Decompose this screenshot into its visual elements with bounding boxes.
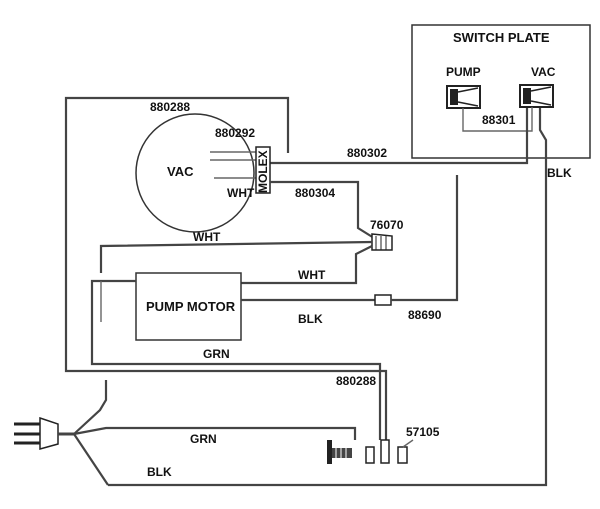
wht-pump-label: WHT xyxy=(298,268,326,282)
wire-880288-top xyxy=(64,96,388,440)
cord-black-wire xyxy=(73,433,109,486)
part-880288-bottom-label: 880288 xyxy=(336,374,376,388)
vac-rocker-switch xyxy=(519,84,554,108)
vac-switch-label: VAC xyxy=(531,65,556,79)
wire-nut-76070 xyxy=(371,233,393,251)
wht-vac-label: WHT xyxy=(227,186,255,200)
wht-top-label: WHT xyxy=(193,230,221,244)
part-880288-top-label: 880288 xyxy=(150,100,190,114)
molex-connector xyxy=(255,146,271,194)
cord-green-wire xyxy=(73,426,357,440)
part-880292-label: 880292 xyxy=(215,126,255,140)
part-880302-label: 880302 xyxy=(347,146,387,160)
switch-jumper-wire xyxy=(462,107,533,132)
terminals-57105 xyxy=(365,439,408,464)
switch-plate-label: SWITCH PLATE xyxy=(453,30,550,45)
blk-right-wire xyxy=(108,108,548,487)
molex-label: MOLEX xyxy=(256,150,270,193)
grn-mid-label: GRN xyxy=(203,347,230,361)
part-88690-label: 88690 xyxy=(408,308,442,322)
part-88301-label: 88301 xyxy=(482,113,516,127)
blk-right-label: BLK xyxy=(547,166,572,180)
ground-screw xyxy=(327,440,352,464)
blk-cord-label: BLK xyxy=(147,465,172,479)
connector-88690 xyxy=(374,294,392,306)
wire-880302 xyxy=(266,108,529,165)
vac-motor-circle xyxy=(135,113,255,233)
part-57105-leader xyxy=(402,439,414,448)
pump-motor-label: PUMP MOTOR xyxy=(146,299,236,314)
part-57105-label: 57105 xyxy=(406,425,440,439)
wire-880304 xyxy=(270,180,375,239)
switch-plate-box xyxy=(411,24,591,159)
cord-white-wire xyxy=(73,380,108,435)
vac-motor-label: VAC xyxy=(167,164,194,179)
grn-cord-label: GRN xyxy=(190,432,217,446)
pump-switch-label: PUMP xyxy=(446,65,481,79)
power-plug xyxy=(14,416,74,450)
pump-motor-box xyxy=(135,272,242,341)
blk-pump-label: BLK xyxy=(298,312,323,326)
pump-rocker-switch xyxy=(446,85,481,109)
part-880304-label: 880304 xyxy=(295,186,335,200)
wht-pump-wire xyxy=(241,245,373,285)
part-76070-label: 76070 xyxy=(370,218,404,232)
wire-88690 xyxy=(391,175,459,302)
wht-top-wire xyxy=(99,240,373,273)
pump-ground-wire xyxy=(90,279,382,440)
